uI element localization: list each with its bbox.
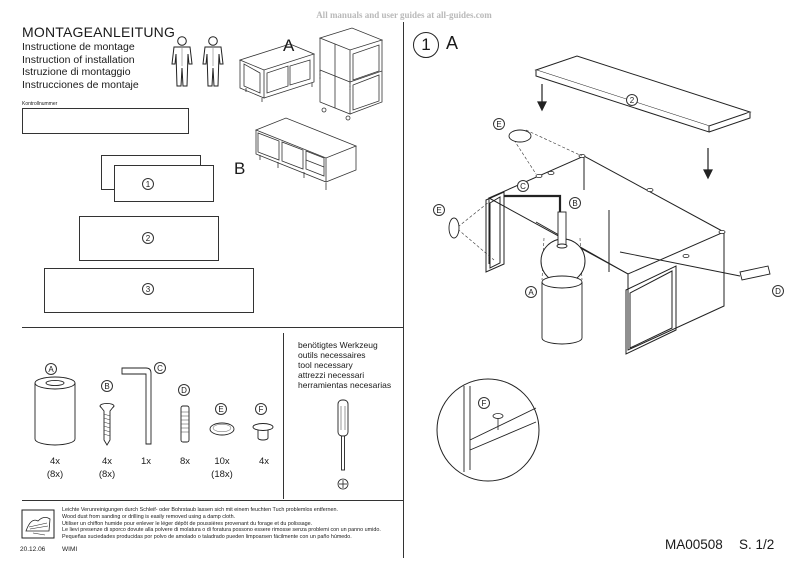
watermark: All manuals and user guides at all-guide… xyxy=(316,10,492,20)
hardware-b-qty: 4x (8x) xyxy=(98,456,116,480)
care-note-es: Pequeñas suciedades producidas por polvo… xyxy=(62,534,352,541)
step-number: 1 xyxy=(413,32,439,58)
part-1-panel xyxy=(114,165,214,202)
tools-label-de: benötigtes Werkzeug xyxy=(298,340,378,350)
assembly-step-illustration xyxy=(436,55,771,482)
tools-label-es: herramientas necesarias xyxy=(298,380,392,390)
author-code: WIMI xyxy=(62,546,78,553)
part-2-number: 2 xyxy=(142,232,154,244)
revision-date: 20.12.06 xyxy=(20,546,46,553)
step-variant: A xyxy=(446,33,459,53)
hardware-f-qty: 4x xyxy=(258,456,270,467)
care-note-fr: Utiliser un chiffon humide pour enlever … xyxy=(62,520,313,527)
part-3-number: 3 xyxy=(142,283,154,295)
cylinder-leg-icon xyxy=(34,376,76,446)
tools-required: benötigtes Werkzeug outils necessaires t… xyxy=(298,340,391,390)
variant-b-label: B xyxy=(234,159,246,178)
step-label-e-top: E xyxy=(493,118,505,130)
footer-divider xyxy=(22,500,403,501)
part-1-number: 1 xyxy=(142,178,154,190)
damp-cloth-icon xyxy=(21,509,55,539)
tools-divider xyxy=(283,333,284,499)
control-number-label: Kontrollnummer xyxy=(22,101,58,107)
allen-key-icon xyxy=(121,367,152,445)
step-label-part-2: 2 xyxy=(626,94,638,106)
dowel-icon xyxy=(180,405,190,443)
tools-label-en: tool necessary xyxy=(298,360,353,370)
hardware-c-qty: 1x xyxy=(140,456,152,467)
step-label-c: C xyxy=(517,180,529,192)
hardware-a-letter: A xyxy=(45,363,57,375)
hardware-e-qty: 10x (18x) xyxy=(211,456,233,480)
page-title: MONTAGEANLEITUNG xyxy=(22,24,176,40)
variant-b-illustration xyxy=(254,117,358,190)
cover-cap-icon xyxy=(209,422,235,436)
hardware-d-qty: 8x xyxy=(179,456,191,467)
care-note-de: Leichte Verunreinigungen durch Schleif- … xyxy=(62,507,338,513)
screw-icon xyxy=(99,402,115,446)
control-number-field xyxy=(22,108,189,134)
model-number: MA00508 xyxy=(665,537,723,552)
care-note-en: Wood dust from sanding or drilling is ea… xyxy=(62,513,236,520)
part-2-panel xyxy=(79,216,219,261)
title-translations: Instructione de montage Instruction of i… xyxy=(22,41,139,91)
translation-es: Instrucciones de montaje xyxy=(22,78,139,91)
translation-en: Instruction of installation xyxy=(22,53,135,66)
page-number: S. 1/2 xyxy=(739,537,775,552)
step-label-e-side: E xyxy=(433,204,445,216)
hardware-f-letter: F xyxy=(255,403,267,415)
hardware-a-qty: 4x (8x) xyxy=(46,456,64,480)
step-label-d: D xyxy=(772,285,784,297)
translation-fr: Instructione de montage xyxy=(22,41,135,53)
hardware-b-letter: B xyxy=(101,380,113,392)
center-divider xyxy=(403,22,404,558)
variant-a-label: A xyxy=(283,36,295,55)
tools-label-it: attrezzi necessari xyxy=(298,370,365,380)
hardware-e-letter: E xyxy=(215,403,227,415)
hardware-c-letter: C xyxy=(154,362,166,374)
two-person-icon xyxy=(171,36,224,87)
step-label-f: F xyxy=(478,397,490,409)
shelf-pin-icon xyxy=(252,423,274,441)
step-label-b: B xyxy=(569,197,581,209)
translation-it: Istruzione di montaggio xyxy=(22,66,131,78)
section-divider xyxy=(22,327,403,328)
care-instructions: Leichte Verunreinigungen durch Schleif- … xyxy=(62,507,381,541)
screwdriver-icon xyxy=(337,399,349,490)
care-note-it: Le lievi presenze di sporco dovute alla … xyxy=(62,527,381,534)
hardware-d-letter: D xyxy=(178,384,190,396)
variant-a-illustration xyxy=(238,27,384,121)
tools-label-fr: outils necessaires xyxy=(298,350,366,360)
step-label-a: A xyxy=(525,286,537,298)
